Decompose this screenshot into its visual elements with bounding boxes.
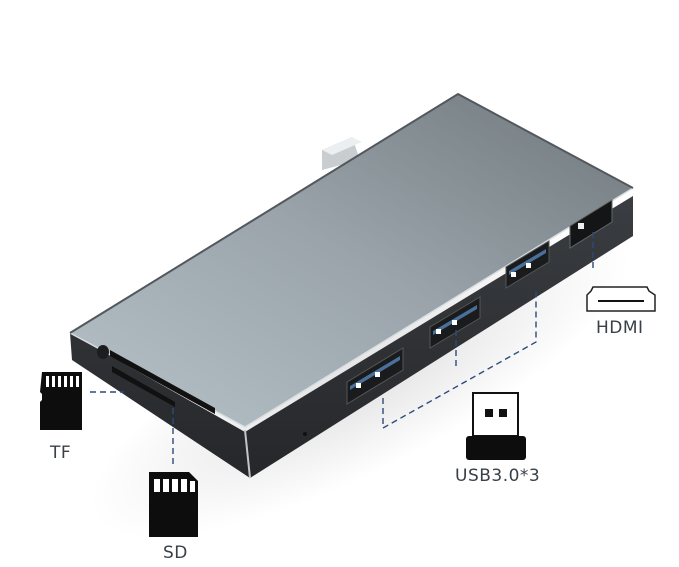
hdmi-label: HDMI <box>596 318 644 338</box>
usb-plug-icon <box>466 392 526 460</box>
tf-label: TF <box>50 443 72 463</box>
card-slots <box>97 345 215 414</box>
sd-label: SD <box>163 543 188 563</box>
sd-card-icon <box>149 472 198 537</box>
micro-sd-card-icon <box>40 372 82 430</box>
usb-ports <box>346 240 550 405</box>
hdmi-connector-icon <box>586 286 656 312</box>
leader-lines <box>90 232 594 466</box>
hdmi-port <box>569 199 613 249</box>
usb-label: USB3.0*3 <box>455 466 541 486</box>
